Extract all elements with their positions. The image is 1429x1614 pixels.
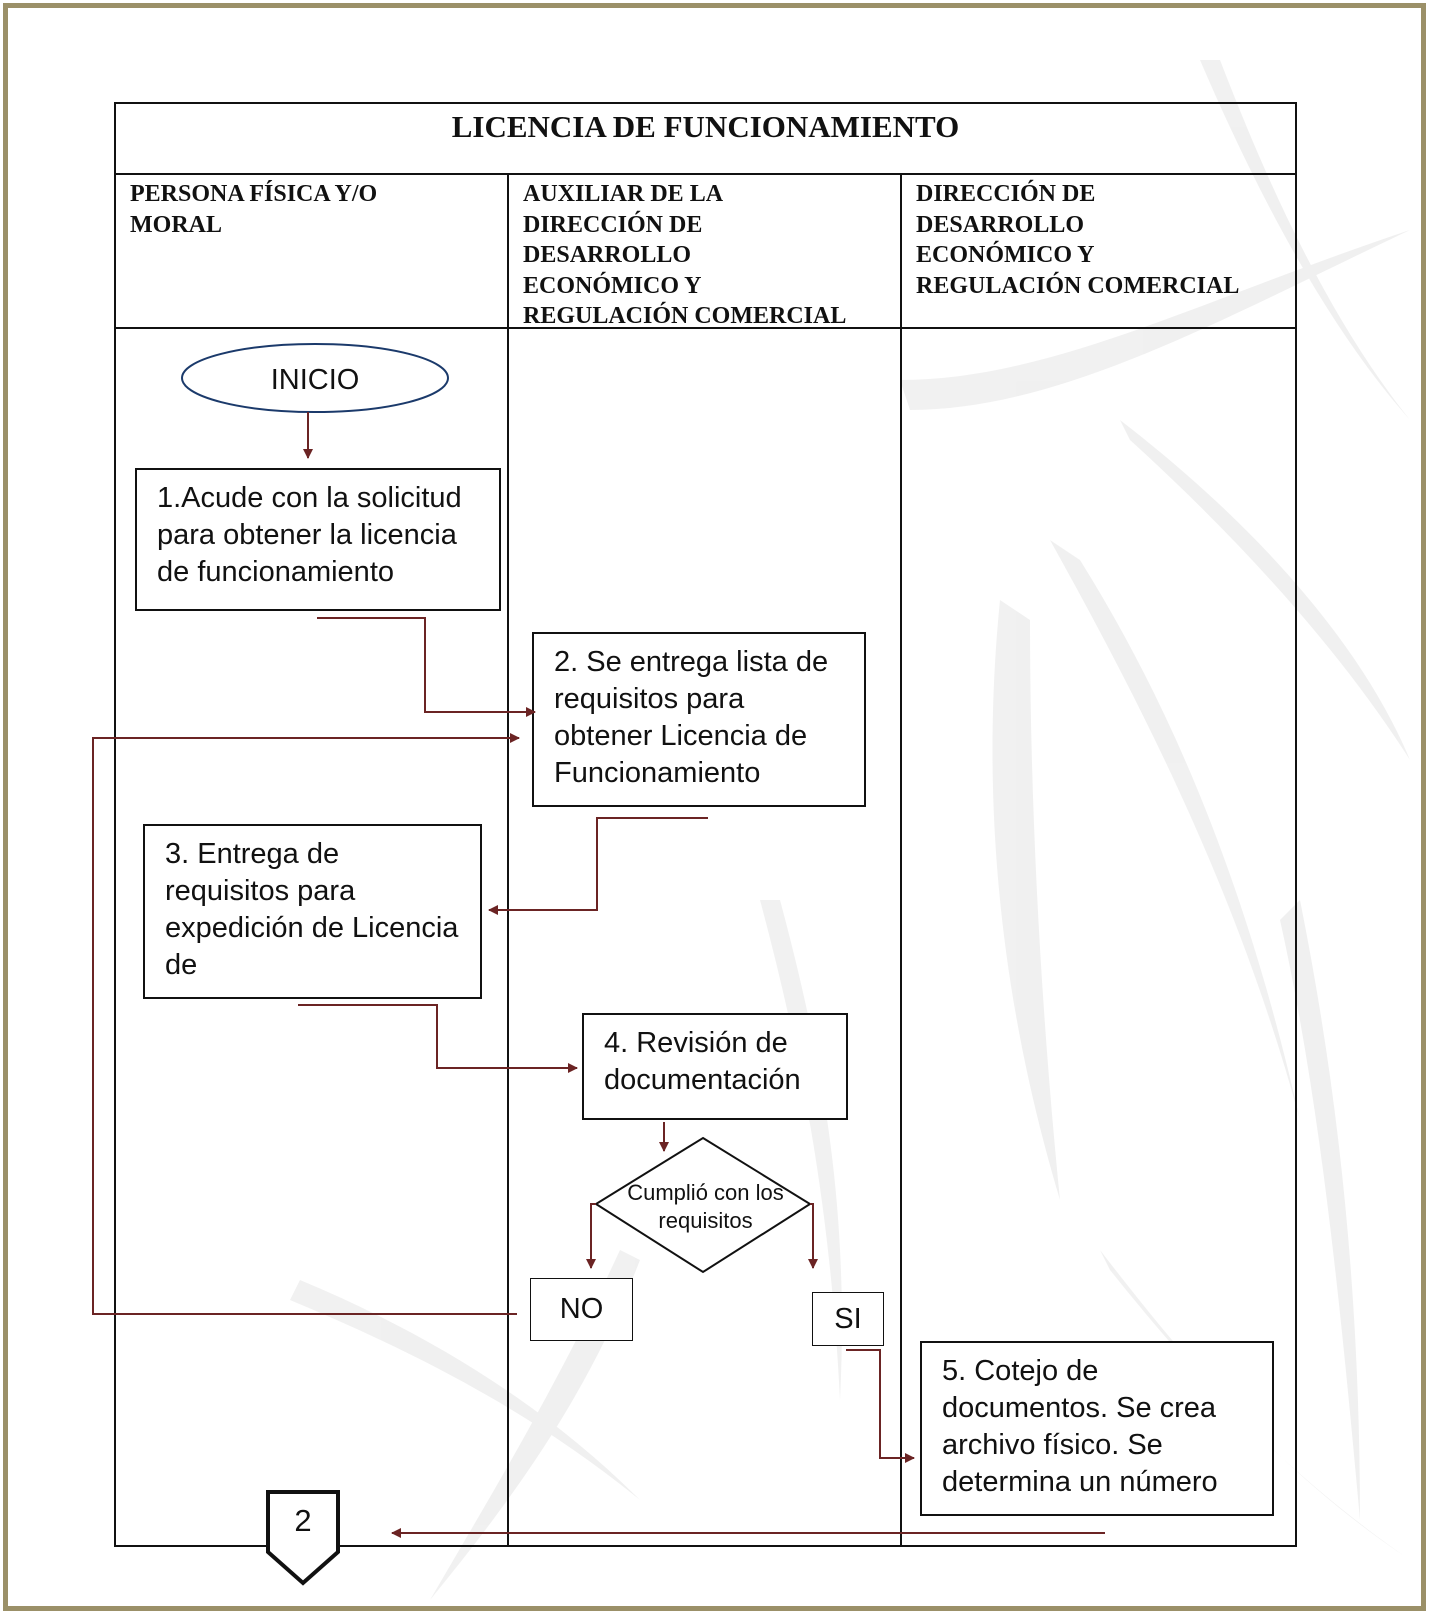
- step-2-box: 2. Se entrega lista de requisitos para o…: [532, 632, 866, 807]
- yes-label-box: SI: [812, 1292, 884, 1346]
- lane-body-direccion: [900, 327, 1297, 1547]
- step-3-box: 3. Entrega de requisitos para expedición…: [143, 824, 482, 999]
- step-5-box: 5. Cotejo de documentos. Se crea archivo…: [920, 1341, 1274, 1516]
- no-label: NO: [559, 1293, 604, 1325]
- no-label-box: NO: [530, 1278, 633, 1341]
- decision-label: Cumplió con los requisitos: [627, 1180, 784, 1233]
- step-4-box: 4. Revisión de documentación: [582, 1013, 848, 1120]
- lane-header-auxiliar: AUXILIAR DE LA DIRECCIÓN DE DESARROLLO E…: [507, 173, 902, 329]
- step-1-box: 1.Acude con la solicitud para obtener la…: [135, 468, 501, 611]
- lane-header-persona: PERSONA FÍSICA Y/O MORAL: [114, 173, 509, 329]
- yes-label: SI: [834, 1302, 862, 1335]
- diagram-title: LICENCIA DE FUNCIONAMIENTO: [451, 109, 960, 144]
- diagram-title-bar: LICENCIA DE FUNCIONAMIENTO: [114, 102, 1297, 173]
- start-label: INICIO: [270, 364, 360, 394]
- lane-header-direccion: DIRECCIÓN DE DESARROLLO ECONÓMICO Y REGU…: [900, 173, 1297, 329]
- lane-body-auxiliar: [507, 327, 902, 1547]
- connector-label: 2: [294, 1503, 312, 1538]
- page-frame: [3, 3, 1426, 1611]
